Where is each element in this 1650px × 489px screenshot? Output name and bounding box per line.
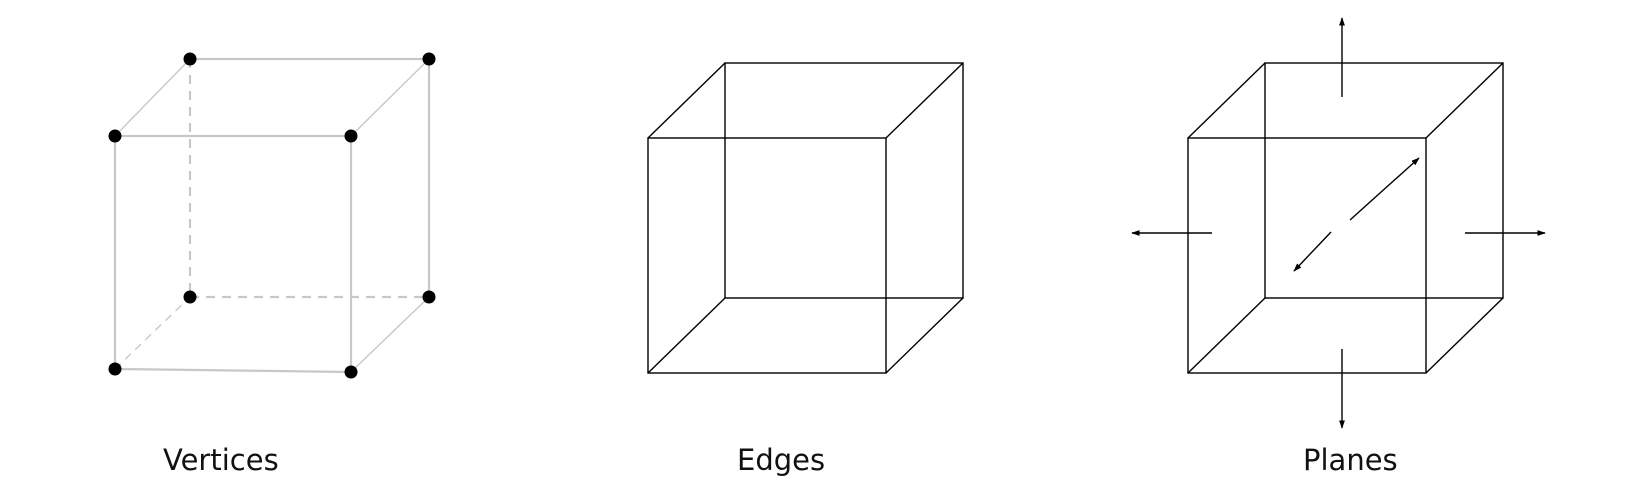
connect-edge bbox=[885, 297, 964, 374]
planes-label: Planes bbox=[1303, 443, 1398, 477]
vertex-dot bbox=[422, 290, 436, 304]
vertex-dot bbox=[108, 129, 122, 143]
front-bottom-edge bbox=[114, 367, 352, 374]
back-face bbox=[724, 62, 964, 299]
planes-panel bbox=[1187, 62, 1504, 374]
front-face bbox=[647, 137, 887, 374]
connect-bottom-right-edge bbox=[350, 296, 430, 373]
front-face bbox=[1187, 137, 1427, 374]
connect-bottom-left-hidden-edge bbox=[114, 296, 191, 370]
edges-panel bbox=[647, 62, 964, 374]
connect-top-left-edge bbox=[114, 58, 191, 137]
vertex-dot bbox=[183, 52, 197, 66]
connect-edge bbox=[647, 297, 726, 374]
vertices-label: Vertices bbox=[163, 443, 279, 477]
vertex-dot bbox=[108, 362, 122, 376]
vertex-dot bbox=[344, 129, 358, 143]
edges-label: Edges bbox=[737, 443, 825, 477]
vertex-dot bbox=[183, 290, 197, 304]
vertex-dot bbox=[344, 365, 358, 379]
connect-edge bbox=[1187, 62, 1266, 139]
connect-edge bbox=[885, 62, 964, 139]
connect-top-right-edge bbox=[350, 58, 430, 137]
plane-normal-arrows bbox=[1131, 17, 1546, 429]
connect-edge bbox=[1425, 297, 1504, 374]
connect-edge bbox=[1425, 62, 1504, 139]
connect-edge bbox=[1187, 297, 1266, 374]
vertex-dot bbox=[422, 52, 436, 66]
back-face bbox=[1264, 62, 1504, 299]
front-arrow bbox=[1293, 231, 1332, 272]
vertices-panel bbox=[113, 57, 431, 374]
vertex-dots bbox=[108, 52, 436, 379]
back-arrow bbox=[1349, 157, 1420, 221]
connect-edge bbox=[647, 62, 726, 139]
